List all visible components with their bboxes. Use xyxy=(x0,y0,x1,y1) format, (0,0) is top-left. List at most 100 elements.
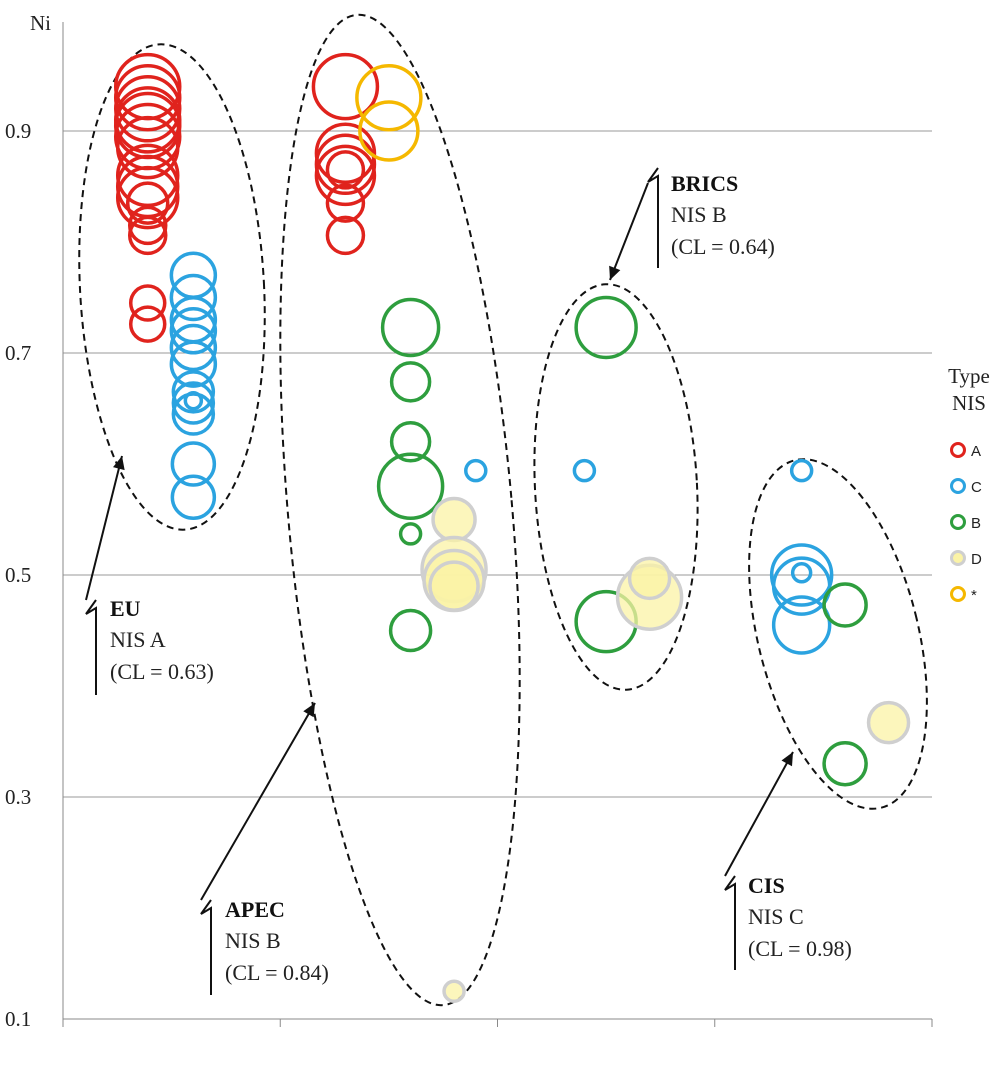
annotation-eu: EU NIS A (CL = 0.63) xyxy=(85,455,214,695)
group-ellipse xyxy=(748,458,928,810)
bubble xyxy=(314,144,377,207)
y-tick-label: 0.9 xyxy=(5,119,31,143)
group-cl: (CL = 0.63) xyxy=(110,659,214,684)
series-b xyxy=(376,295,868,787)
annotation-bracket xyxy=(647,167,659,268)
bubble xyxy=(769,543,834,607)
bubble xyxy=(127,215,168,256)
bubble xyxy=(789,458,814,483)
legend-label: A xyxy=(971,443,981,460)
bubble xyxy=(127,205,168,246)
group-ellipse xyxy=(78,43,266,531)
arrow-head xyxy=(781,752,793,767)
bubble xyxy=(171,392,216,436)
bubble xyxy=(325,215,366,256)
legend-item: C xyxy=(950,478,982,496)
group-name: CIS xyxy=(748,873,785,898)
bubble xyxy=(169,323,218,372)
group-nis: NIS B xyxy=(671,202,727,227)
bubble xyxy=(183,390,204,411)
bubble xyxy=(574,295,638,360)
legend-item: D xyxy=(950,550,982,568)
bubble xyxy=(358,100,420,162)
group-cl: (CL = 0.84) xyxy=(225,960,329,985)
series-c xyxy=(169,251,834,655)
legend-marker xyxy=(950,586,966,602)
bubble xyxy=(325,183,366,223)
gridlines xyxy=(63,130,932,798)
legend-title: Type xyxy=(948,364,990,388)
annotation-arrow xyxy=(200,702,316,901)
bubble xyxy=(169,307,218,355)
bubble xyxy=(314,133,377,196)
bubble xyxy=(113,63,182,132)
arrow-head xyxy=(303,703,315,718)
bubble xyxy=(380,297,441,358)
annotation-bracket xyxy=(85,599,97,695)
legend-item: B xyxy=(950,514,981,532)
legend-label: * xyxy=(971,587,977,604)
y-axis-title: Ni xyxy=(30,11,51,35)
legend-title: NIS xyxy=(952,391,986,415)
group-name: EU xyxy=(110,596,141,621)
bubble xyxy=(171,370,216,414)
group-nis: NIS C xyxy=(748,904,804,929)
bubble xyxy=(389,361,432,403)
y-tick-label: 0.5 xyxy=(5,563,31,587)
bubble xyxy=(115,115,180,180)
bubble xyxy=(389,421,432,463)
bubble xyxy=(128,284,167,322)
bubble xyxy=(311,52,380,121)
annotation-arrow xyxy=(85,455,123,601)
bubbles xyxy=(113,52,911,1003)
series-a xyxy=(113,52,380,343)
legend-marker xyxy=(950,550,966,566)
legend-item: * xyxy=(950,586,977,604)
arrow-head xyxy=(609,265,621,280)
bubble xyxy=(113,75,182,143)
group-name: BRICS xyxy=(671,171,738,196)
annotation-brics: BRICS NIS B (CL = 0.64) xyxy=(609,167,775,281)
annotation-bracket xyxy=(724,875,736,970)
bubble xyxy=(442,979,466,1003)
group-name: APEC xyxy=(225,897,285,922)
legend-label: C xyxy=(971,479,982,496)
group-ellipse xyxy=(533,283,699,691)
bubble xyxy=(464,458,488,483)
bubble xyxy=(627,556,672,601)
bubble xyxy=(428,560,480,612)
bubble xyxy=(790,562,813,584)
arrow-head xyxy=(113,456,125,471)
bubble xyxy=(314,122,377,184)
series-d xyxy=(420,496,911,1003)
y-tick-label: 0.3 xyxy=(5,785,31,809)
bubble xyxy=(398,522,423,546)
group-nis: NIS A xyxy=(110,627,166,652)
bubble xyxy=(115,143,180,208)
legend-marker xyxy=(950,514,966,530)
bubble xyxy=(169,340,218,388)
legend-marker xyxy=(950,478,966,494)
bubble xyxy=(115,165,180,230)
bubble xyxy=(325,150,366,190)
bubble xyxy=(771,556,832,616)
bubble xyxy=(431,496,477,543)
legend-marker xyxy=(950,442,966,458)
bubble xyxy=(822,740,868,787)
bubble xyxy=(355,63,423,132)
group-cl: (CL = 0.64) xyxy=(671,234,775,259)
bubble xyxy=(771,595,832,655)
annotation-bracket xyxy=(200,899,212,995)
bubble xyxy=(169,273,218,322)
bubble xyxy=(822,582,868,628)
bubble xyxy=(866,700,911,745)
legend-label: B xyxy=(971,515,981,532)
bubble xyxy=(170,474,217,521)
annotation-arrow xyxy=(609,182,649,281)
bubble xyxy=(572,458,597,483)
group-ellipses xyxy=(78,13,928,1007)
